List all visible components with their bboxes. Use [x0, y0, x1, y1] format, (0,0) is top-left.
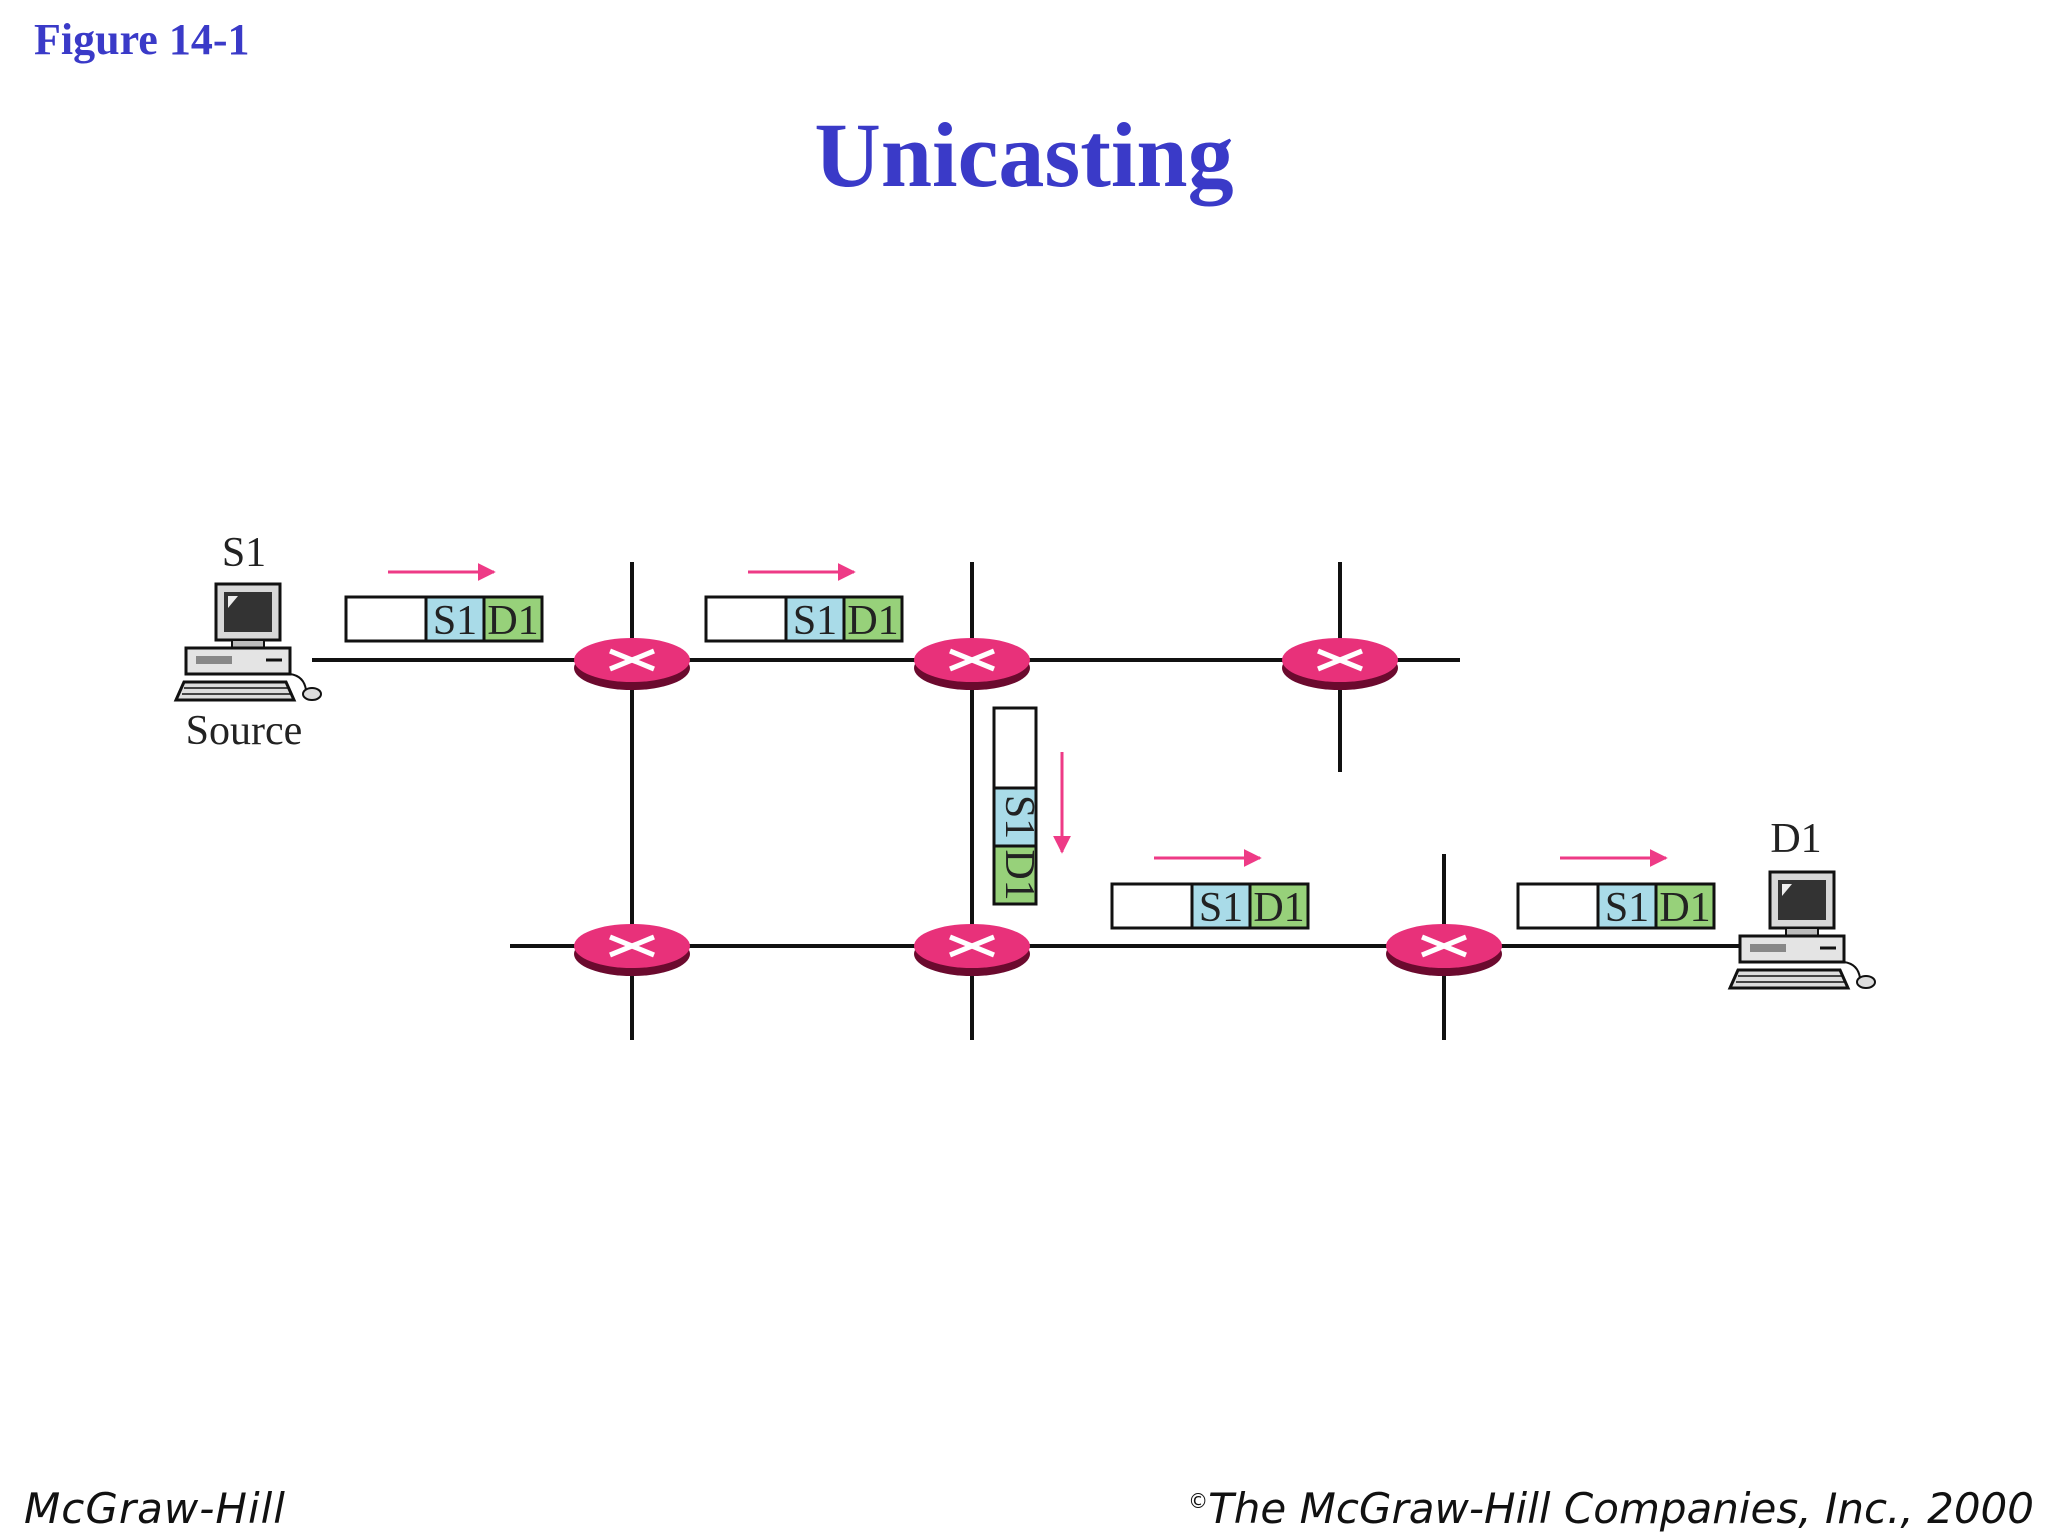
packet: S1 D1 — [344, 563, 544, 644]
router-icon — [574, 924, 690, 976]
source-computer-icon — [174, 582, 323, 702]
destination-name-label: D1 — [1770, 816, 1821, 862]
packet-dest-field: D1 — [847, 598, 898, 644]
router-icon — [914, 638, 1030, 690]
copyright-symbol: © — [1188, 1489, 1209, 1513]
packet-dest-field: D1 — [1253, 885, 1304, 931]
packet-dest-field: D1 — [996, 849, 1042, 900]
packet-source-field: S1 — [996, 795, 1042, 839]
copyright-text: The McGraw-Hill Companies, Inc., 2000 — [1208, 1484, 2034, 1533]
packet: S1 D1 — [704, 563, 904, 644]
packet-source-field: S1 — [793, 598, 837, 644]
router-icon — [1282, 638, 1398, 690]
packet: S1 D1 — [992, 706, 1071, 906]
packet: S1 D1 — [1110, 849, 1310, 931]
copyright-footer: ©The McGraw-Hill Companies, Inc., 2000 — [1188, 1484, 2034, 1533]
source-name-label: S1 — [222, 530, 266, 576]
router-icon — [914, 924, 1030, 976]
router-icon — [574, 638, 690, 690]
router-icon — [1386, 924, 1502, 976]
packet-source-field: S1 — [433, 598, 477, 644]
packet: S1 D1 — [1516, 849, 1716, 931]
page-title: Unicasting — [814, 104, 1234, 206]
packet-source-field: S1 — [1199, 885, 1243, 931]
figure-label: Figure 14-1 — [34, 15, 250, 64]
source-caption-label: Source — [186, 708, 303, 754]
destination-computer-icon — [1728, 870, 1877, 990]
packet-dest-field: D1 — [1659, 885, 1710, 931]
publisher-footer: McGraw-Hill — [24, 1484, 286, 1533]
packet-source-field: S1 — [1605, 885, 1649, 931]
packet-dest-field: D1 — [487, 598, 538, 644]
